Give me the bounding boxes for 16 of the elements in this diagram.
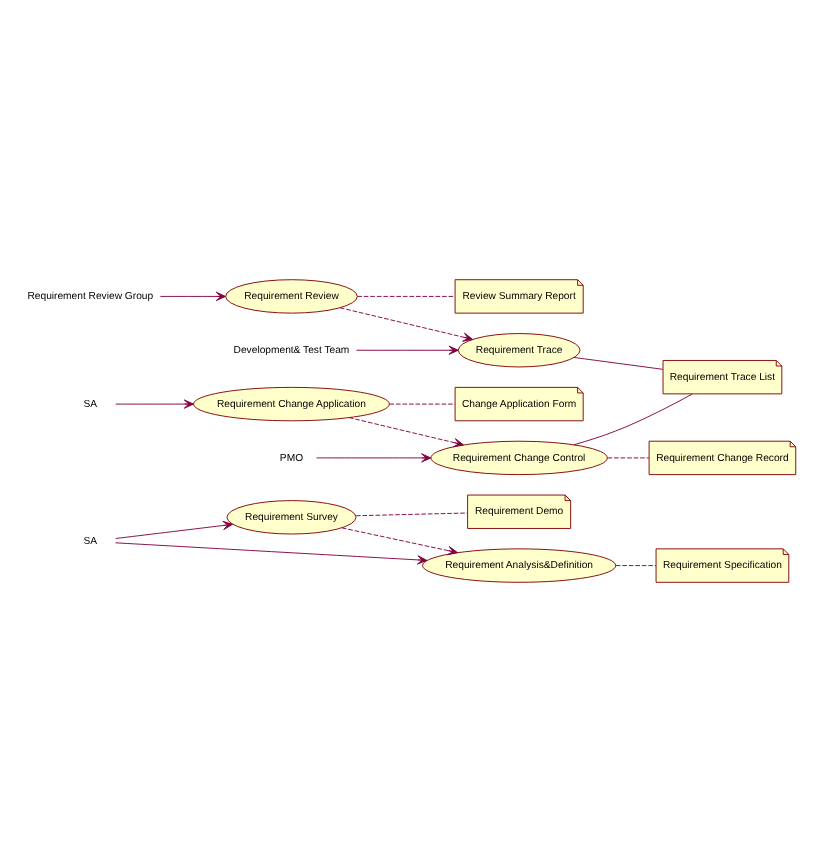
arrow xyxy=(316,453,432,463)
connector xyxy=(615,565,657,567)
connector xyxy=(573,393,693,446)
arrow xyxy=(339,307,474,342)
connector xyxy=(607,457,650,459)
connector xyxy=(389,403,456,405)
arrow xyxy=(356,345,459,355)
arrow xyxy=(114,542,428,565)
connector xyxy=(573,357,664,370)
arrow xyxy=(159,291,227,302)
arrow xyxy=(341,527,458,556)
connector xyxy=(355,512,468,517)
arrow xyxy=(115,399,194,409)
arrow xyxy=(348,417,464,448)
connector xyxy=(356,295,456,297)
arrow xyxy=(115,520,233,539)
